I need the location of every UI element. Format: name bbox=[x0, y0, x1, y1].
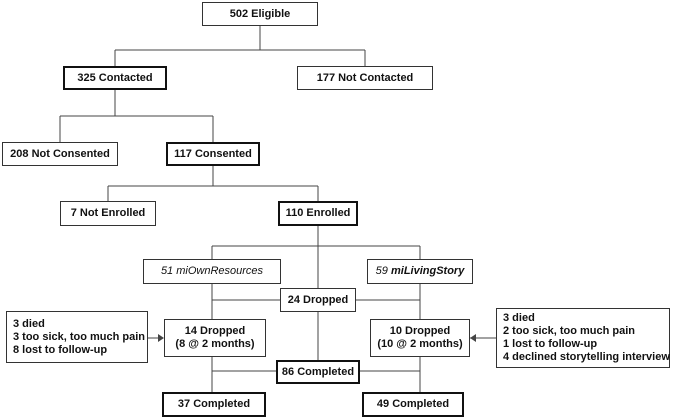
node-completed-a: 37 Completed bbox=[162, 392, 266, 417]
node-total-dropped: 24 Dropped bbox=[280, 288, 356, 312]
dropped-a-line2: (8 @ 2 months) bbox=[175, 338, 255, 350]
node-completed-a-label: 37 Completed bbox=[177, 398, 251, 410]
arm-a-name: miOwnResources bbox=[176, 265, 264, 277]
node-enrolled-label: 110 Enrolled bbox=[285, 207, 351, 219]
node-arm-milivingstory: 59 miLivingStory bbox=[367, 259, 473, 284]
node-eligible-label: 502 Eligible bbox=[229, 7, 291, 20]
node-consented-label: 117 Consented bbox=[174, 147, 252, 160]
arm-b-name: miLivingStory bbox=[390, 265, 465, 277]
node-dropped-a: 14 Dropped (8 @ 2 months) bbox=[164, 319, 266, 357]
dropped-a-line1: 14 Dropped bbox=[184, 325, 246, 337]
node-not-consented-label: 208 Not Consented bbox=[10, 147, 110, 160]
dropped-b-line2: (10 @ 2 months) bbox=[377, 338, 463, 350]
node-eligible: 502 Eligible bbox=[202, 2, 318, 26]
arm-a-count: 51 bbox=[160, 265, 174, 277]
reasons-box-b: 3 died 2 too sick, too much pain 1 lost … bbox=[496, 308, 670, 368]
reason-a-item: 8 lost to follow-up bbox=[13, 343, 108, 356]
node-arm-miownresources: 51 miOwnResources bbox=[143, 259, 281, 284]
node-consented: 117 Consented bbox=[166, 142, 260, 166]
node-completed-b-label: 49 Completed bbox=[376, 398, 450, 410]
node-total-completed-label: 86 Completed bbox=[281, 365, 355, 378]
dropped-b-line1: 10 Dropped bbox=[389, 325, 451, 337]
reason-b-item: 2 too sick, too much pain bbox=[503, 325, 636, 337]
reason-b-item: 3 died bbox=[503, 312, 535, 324]
reasons-box-a: 3 died 3 too sick, too much pain 8 lost … bbox=[6, 311, 148, 363]
node-contacted: 325 Contacted bbox=[63, 66, 167, 90]
node-contacted-label: 325 Contacted bbox=[77, 71, 153, 84]
node-not-consented: 208 Not Consented bbox=[2, 142, 118, 166]
reason-a-item: 3 too sick, too much pain bbox=[13, 330, 146, 343]
node-not-enrolled-label: 7 Not Enrolled bbox=[70, 207, 146, 219]
reason-b-item: 1 lost to follow-up bbox=[503, 338, 598, 350]
node-not-contacted: 177 Not Contacted bbox=[297, 66, 433, 90]
node-completed-b: 49 Completed bbox=[362, 392, 464, 417]
node-total-dropped-label: 24 Dropped bbox=[287, 293, 349, 306]
reason-b-item: 4 declined storytelling interview bbox=[503, 351, 670, 363]
arm-b-count: 59 bbox=[375, 265, 388, 277]
node-enrolled: 110 Enrolled bbox=[278, 201, 358, 226]
node-total-completed: 86 Completed bbox=[276, 360, 360, 384]
node-not-contacted-label: 177 Not Contacted bbox=[316, 71, 414, 84]
reason-a-item: 3 died bbox=[13, 317, 45, 330]
node-not-enrolled: 7 Not Enrolled bbox=[60, 201, 156, 226]
node-dropped-b: 10 Dropped (10 @ 2 months) bbox=[370, 319, 470, 357]
